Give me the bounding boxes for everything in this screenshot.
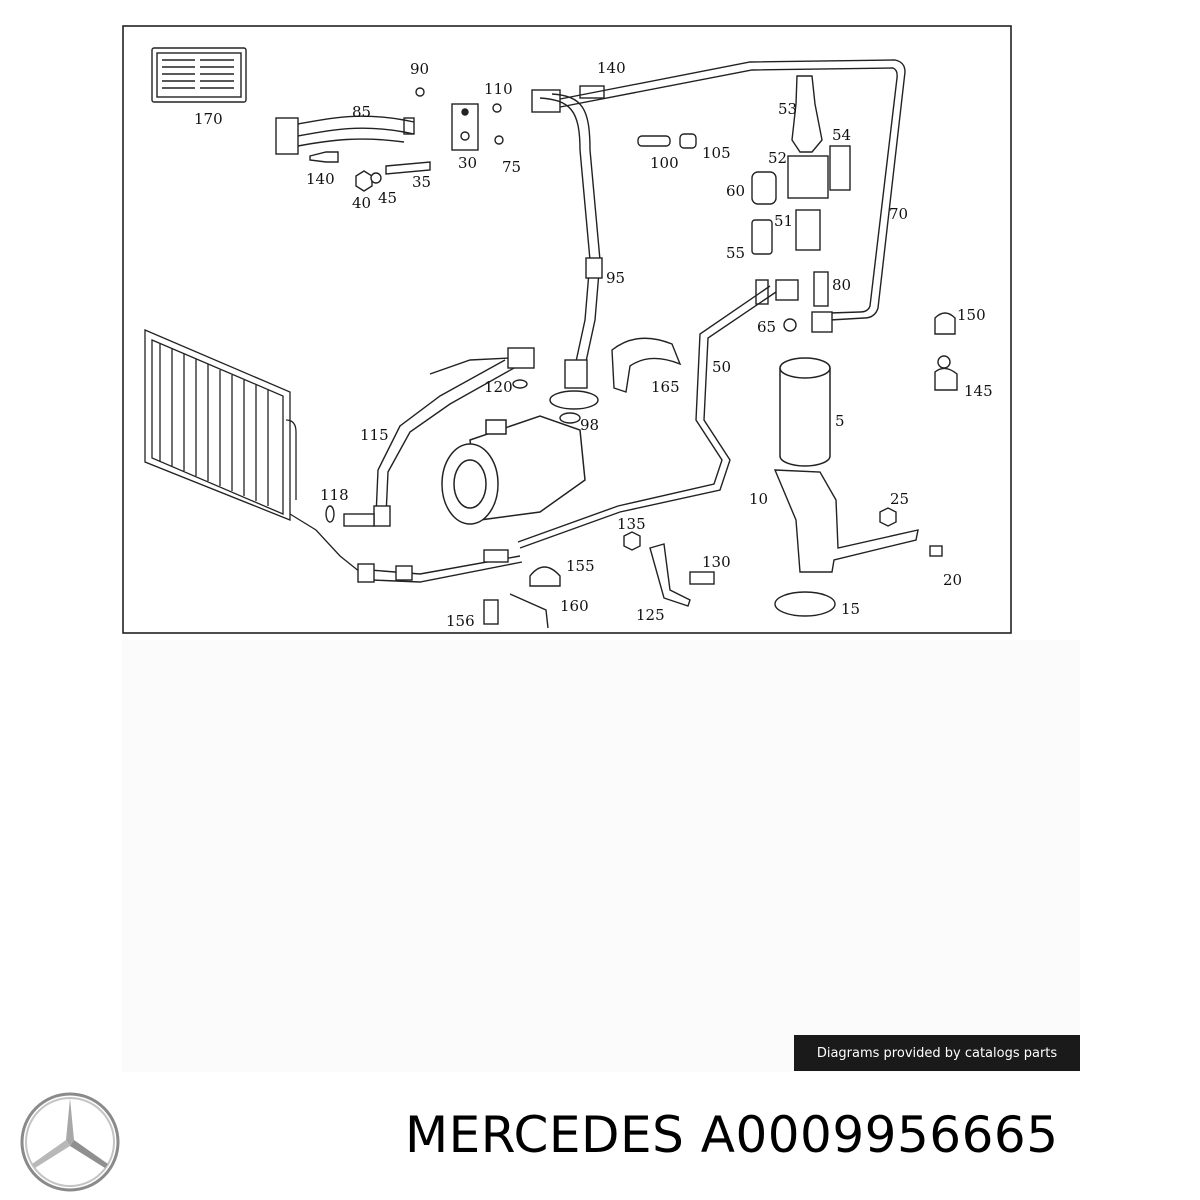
part-label: 140 <box>306 170 335 188</box>
part-label: 140 <box>597 59 626 77</box>
part-label: 105 <box>702 144 731 162</box>
part-label: 50 <box>712 358 731 376</box>
part-label: 118 <box>320 486 349 504</box>
part-label: 98 <box>580 416 599 434</box>
mercedes-star-icon <box>20 1092 120 1192</box>
condenser-part <box>144 329 361 573</box>
diagram-frame <box>122 25 1012 634</box>
brackets-part <box>483 469 943 629</box>
part-label: 110 <box>484 80 513 98</box>
blank-area <box>122 640 1080 1072</box>
part-label: 53 <box>778 100 797 118</box>
part-label: 90 <box>410 60 429 78</box>
part-label: 45 <box>378 189 397 207</box>
part-label: 95 <box>606 269 625 287</box>
receiver-drier-part <box>779 357 831 467</box>
parts-diagram: 170 90 110 140 85 30 75 140 40 45 35 100… <box>122 25 1012 634</box>
diagram-credit: Diagrams provided by catalogs parts <box>794 1035 1080 1071</box>
fittings-100-105-part <box>637 133 697 149</box>
part-label: 85 <box>352 103 371 121</box>
part-label: 20 <box>943 571 962 589</box>
part-label: 55 <box>726 244 745 262</box>
part-label: 5 <box>835 412 845 430</box>
part-label: 80 <box>832 276 851 294</box>
pipe-50-part <box>517 285 777 549</box>
part-label: 125 <box>636 606 665 624</box>
part-label: 15 <box>841 600 860 618</box>
label-sheet-part <box>151 47 247 103</box>
brand-part-number: MERCEDES A0009956665 <box>405 1105 1059 1165</box>
part-label: 135 <box>617 515 646 533</box>
part-label: 150 <box>957 306 986 324</box>
pipe-85-part <box>275 115 415 155</box>
clamps-part <box>611 312 958 393</box>
pipe-115-part <box>325 347 535 527</box>
part-label: 75 <box>502 158 521 176</box>
part-label: 52 <box>768 149 787 167</box>
brand-name: MERCEDES <box>405 1106 685 1164</box>
lower-pipe-part <box>357 549 523 583</box>
part-label: 54 <box>832 126 851 144</box>
part-label: 115 <box>360 426 389 444</box>
part-label: 155 <box>566 557 595 575</box>
pipe-70-part <box>531 59 906 321</box>
part-label: 170 <box>194 110 223 128</box>
part-label: 145 <box>964 382 993 400</box>
part-label: 30 <box>458 154 477 172</box>
part-label: 35 <box>412 173 431 191</box>
part-label: 10 <box>749 490 768 508</box>
part-label: 40 <box>352 194 371 212</box>
part-label: 100 <box>650 154 679 172</box>
part-label: 130 <box>702 553 731 571</box>
part-labels: 170 90 110 140 85 30 75 140 40 45 35 100… <box>194 59 993 630</box>
part-label: 65 <box>757 318 776 336</box>
pipe-95-part <box>539 93 603 424</box>
part-label: 120 <box>484 378 513 396</box>
part-label: 156 <box>446 612 475 630</box>
compressor-part <box>441 415 586 525</box>
part-label: 160 <box>560 597 589 615</box>
expansion-valve-part <box>309 85 605 192</box>
pressure-switch-part <box>751 75 851 333</box>
part-label: 70 <box>889 205 908 223</box>
part-number: A0009956665 <box>700 1106 1059 1164</box>
part-label: 25 <box>890 490 909 508</box>
part-label: 51 <box>774 212 793 230</box>
part-label: 60 <box>726 182 745 200</box>
part-label: 165 <box>651 378 680 396</box>
